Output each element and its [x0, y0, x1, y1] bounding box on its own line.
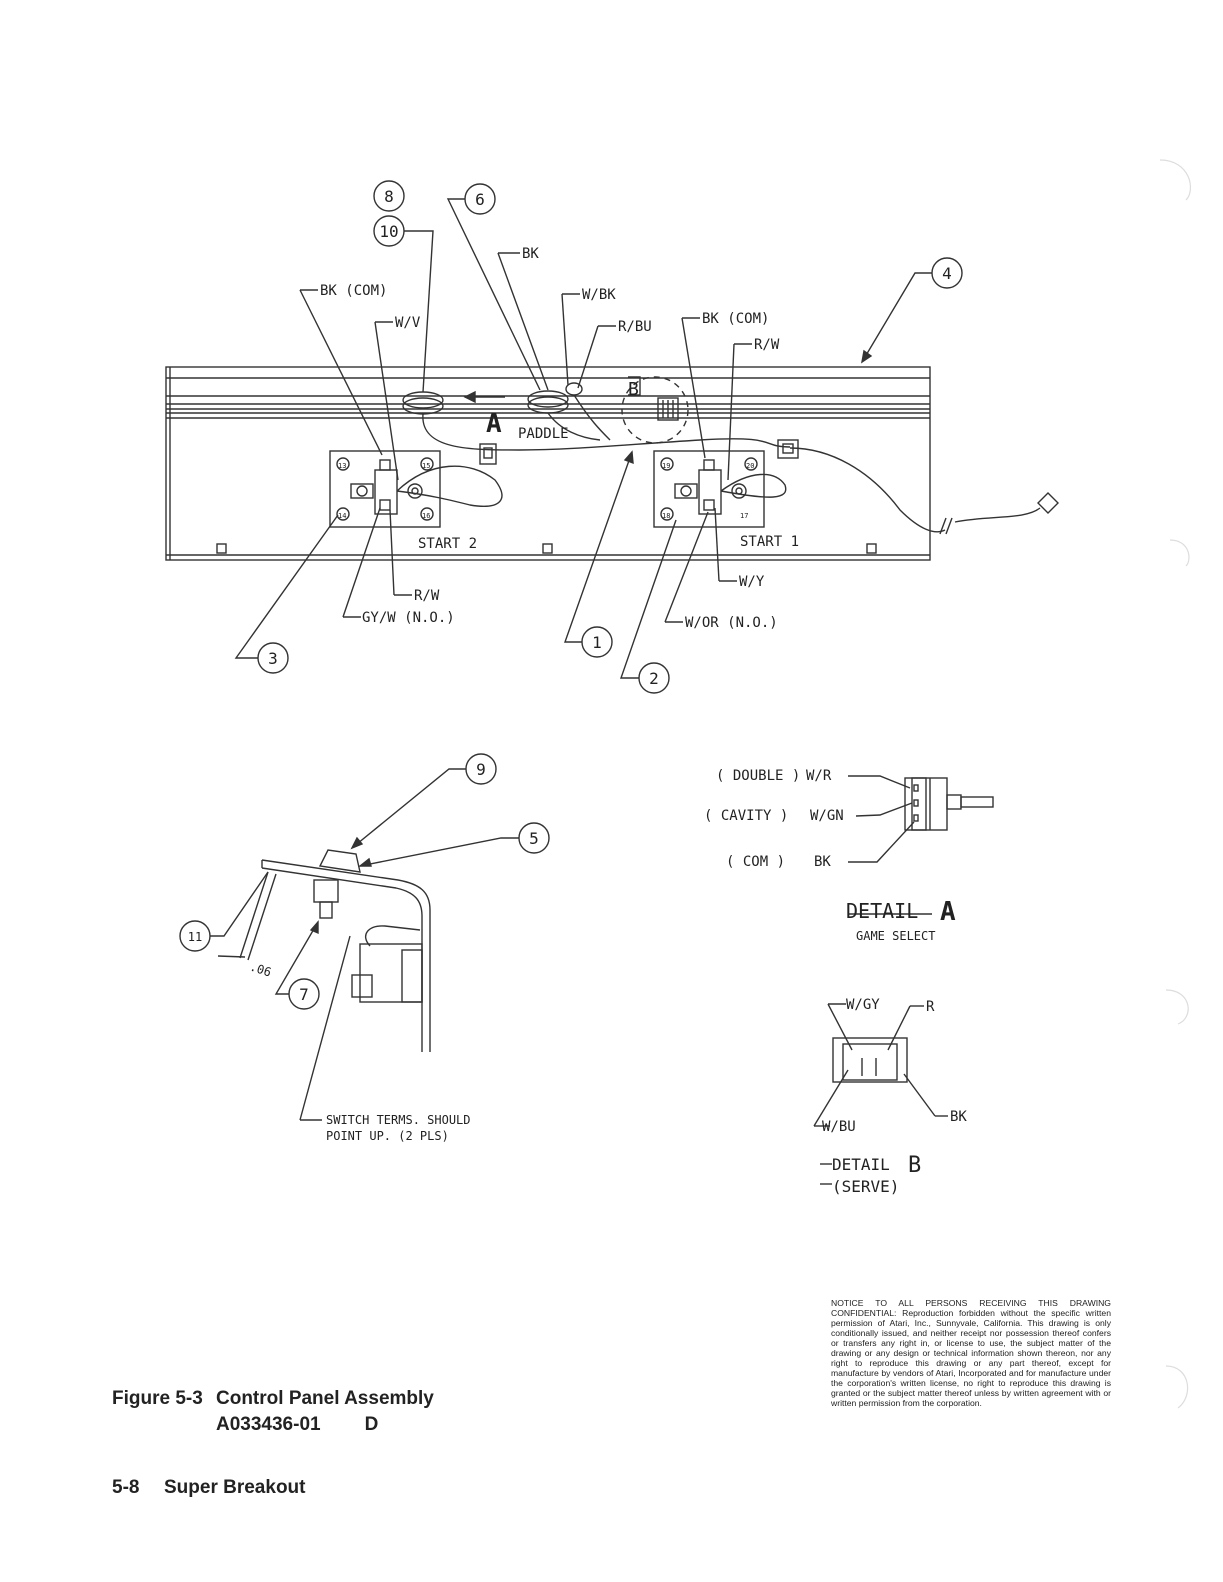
balloon-4: 4 — [942, 264, 952, 283]
balloon-9: 9 — [476, 760, 486, 779]
wire-label-gyw-no: GY/W (N.O.) — [362, 610, 455, 626]
terminal-18: 18 — [662, 512, 670, 520]
detail-a-marker: A — [486, 409, 502, 439]
detail-b-marker: B — [628, 379, 639, 400]
detail-a-title: DETAIL — [846, 899, 918, 923]
balloon-10: 10 — [379, 222, 398, 241]
balloon-1: 1 — [592, 633, 602, 652]
terminal-19: 19 — [662, 462, 670, 470]
paddle-label: PADDLE — [518, 426, 569, 442]
detail-a-letter: A — [940, 897, 956, 927]
switch-note-line-2: POINT UP. (2 PLS) — [326, 1129, 449, 1143]
wire-label-wor-no: W/OR (N.O.) — [685, 615, 778, 631]
balloon-numbers: 8 10 6 4 3 1 2 9 5 11 7 — [188, 187, 952, 1004]
detail-a-row1-label: ( DOUBLE ) — [716, 768, 800, 784]
start-1-label: START 1 — [740, 534, 799, 550]
detail-a-row2-wire: W/GN — [810, 808, 844, 824]
balloon-5: 5 — [529, 829, 539, 848]
wire-label-wv: W/V — [395, 315, 421, 331]
balloon-3: 3 — [268, 649, 278, 668]
balloon-8: 8 — [384, 187, 394, 206]
confidentiality-notice: NOTICE TO ALL PERSONS RECEIVING THIS DRA… — [831, 1298, 1111, 1408]
wire-label-rbu: R/BU — [618, 319, 652, 335]
figure-caption: Figure 5-3 Control Panel Assembly A033436… — [112, 1386, 434, 1438]
balloon-2: 2 — [649, 669, 659, 688]
page-number: 5-8 — [112, 1477, 140, 1498]
figure-number: Figure 5-3 — [112, 1388, 203, 1409]
switch-note-line-1: SWITCH TERMS. SHOULD — [326, 1113, 471, 1127]
detail-a-row3-label: ( COM ) — [726, 854, 785, 870]
detail-a-row2-label: ( CAVITY ) — [704, 808, 788, 824]
detail-a-switch — [904, 777, 994, 831]
part-number: A033436-01 — [216, 1414, 321, 1435]
binder-holes — [1159, 159, 1191, 1409]
start-2-label: START 2 — [418, 536, 477, 552]
terminal-20: 20 — [746, 462, 754, 470]
detail-a-row3-wire: BK — [814, 854, 831, 870]
detail-b-switch — [832, 1037, 908, 1083]
detail-b-wire-bk: BK — [950, 1109, 967, 1125]
wire-label-bk-top: BK — [522, 246, 539, 262]
detail-b-switch-on-panel — [621, 376, 689, 444]
manual-title: Super Breakout — [164, 1477, 306, 1498]
balloon-11: 11 — [188, 930, 202, 944]
wire-label-wbk: W/BK — [582, 287, 616, 303]
wire-label-bk-com-right: BK (COM) — [702, 311, 769, 327]
main-view-labels: BK BK (COM) W/V W/BK R/BU BK (COM) R/W P… — [320, 246, 799, 631]
start-2-switch — [329, 450, 503, 528]
wire-label-wy: W/Y — [739, 574, 765, 590]
wire-label-rw-right: R/W — [754, 337, 780, 353]
terminal-15: 15 — [422, 462, 430, 470]
side-view — [217, 849, 431, 1052]
start-1-switch — [653, 450, 787, 528]
balloon-6: 6 — [475, 190, 485, 209]
detail-a-row1-wire: W/R — [806, 768, 832, 784]
wire-label-bk-com-left: BK (COM) — [320, 283, 387, 299]
dimension-label: .06 — [248, 960, 273, 980]
detail-b-letter: B — [908, 1153, 921, 1178]
control-panel — [165, 366, 931, 561]
detail-a-labels: ( DOUBLE ) W/R ( CAVITY ) W/GN ( COM ) B… — [704, 768, 956, 943]
wire-label-rw-left: R/W — [414, 588, 440, 604]
terminal-13: 13 — [338, 462, 346, 470]
detail-b-subtitle: (SERVE) — [832, 1177, 899, 1196]
detail-b-wire-wgy: W/GY — [846, 997, 880, 1013]
terminal-14: 14 — [338, 512, 346, 520]
detail-a-subtitle: GAME SELECT — [856, 929, 935, 943]
figure-title: Control Panel Assembly — [216, 1388, 434, 1409]
detail-b-title: DETAIL — [832, 1155, 890, 1174]
terminal-16: 16 — [422, 512, 430, 520]
detail-b-wire-r: R — [926, 999, 935, 1015]
detail-b-wire-wbu: W/BU — [822, 1119, 856, 1135]
revision: D — [364, 1414, 379, 1435]
detail-b-labels: W/GY R W/BU BK DETAIL B (SERVE) — [822, 997, 967, 1196]
page-footer: 5-8 Super Breakout — [112, 1477, 305, 1499]
side-view-labels: .06 SWITCH TERMS. SHOULD POINT UP. (2 PL… — [248, 960, 470, 1143]
terminal-17: 17 — [740, 512, 748, 520]
balloon-7: 7 — [299, 985, 309, 1004]
